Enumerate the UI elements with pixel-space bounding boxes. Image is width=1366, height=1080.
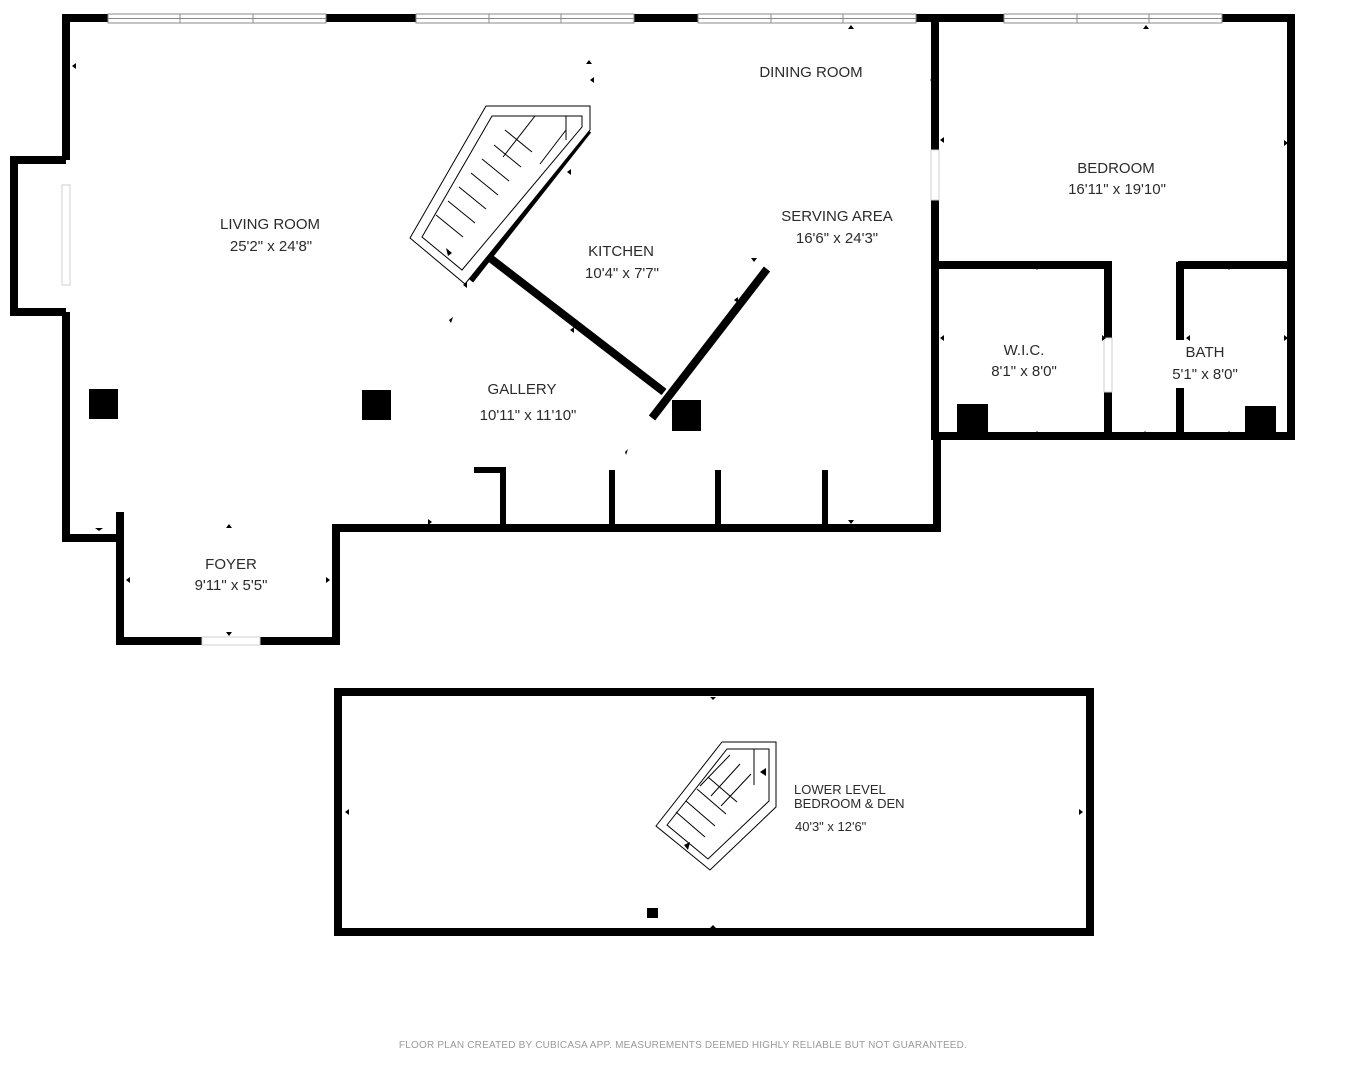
bath-name: BATH	[1185, 344, 1225, 361]
foyer-size: 9'11" x 5'5"	[194, 577, 268, 594]
gallery-size: 10'11" x 11'10"	[479, 407, 577, 424]
living-room-name: LIVING ROOM	[219, 216, 321, 233]
wic-name: W.I.C.	[1003, 342, 1045, 359]
kitchen-size: 10'4" x 7'7"	[585, 265, 659, 282]
gallery-name: GALLERY	[487, 381, 557, 398]
lower-level-size: 40'3" x 12'6"	[795, 819, 867, 834]
lower-level-walls	[334, 688, 1094, 936]
bath-size: 5'1" x 8'0"	[1172, 366, 1238, 383]
main-level-walls	[10, 14, 1295, 645]
serving-area-name: SERVING AREA	[781, 208, 893, 225]
main-staircase	[409, 105, 591, 285]
dining-room-name: DINING ROOM	[759, 64, 863, 81]
foyer-name: FOYER	[205, 556, 257, 573]
lower-level-name-line2: BEDROOM & DEN	[794, 796, 905, 811]
measurement-ticks	[72, 25, 1288, 636]
footer-disclaimer: FLOOR PLAN CREATED BY CUBICASA APP. MEAS…	[398, 1040, 968, 1051]
bedroom-size: 16'11" x 19'10"	[1068, 181, 1166, 198]
wic-size: 8'1" x 8'0"	[991, 363, 1057, 380]
kitchen-name: KITCHEN	[588, 243, 654, 260]
lower-staircase	[655, 741, 777, 871]
windows	[61, 13, 1223, 646]
bedroom-name: BEDROOM	[1077, 160, 1155, 177]
lower-level-name-line1: LOWER LEVEL	[794, 782, 886, 797]
columns	[89, 389, 1276, 918]
serving-area-size: 16'6" x 24'3"	[795, 230, 879, 247]
living-room-size: 25'2" x 24'8"	[229, 238, 313, 255]
